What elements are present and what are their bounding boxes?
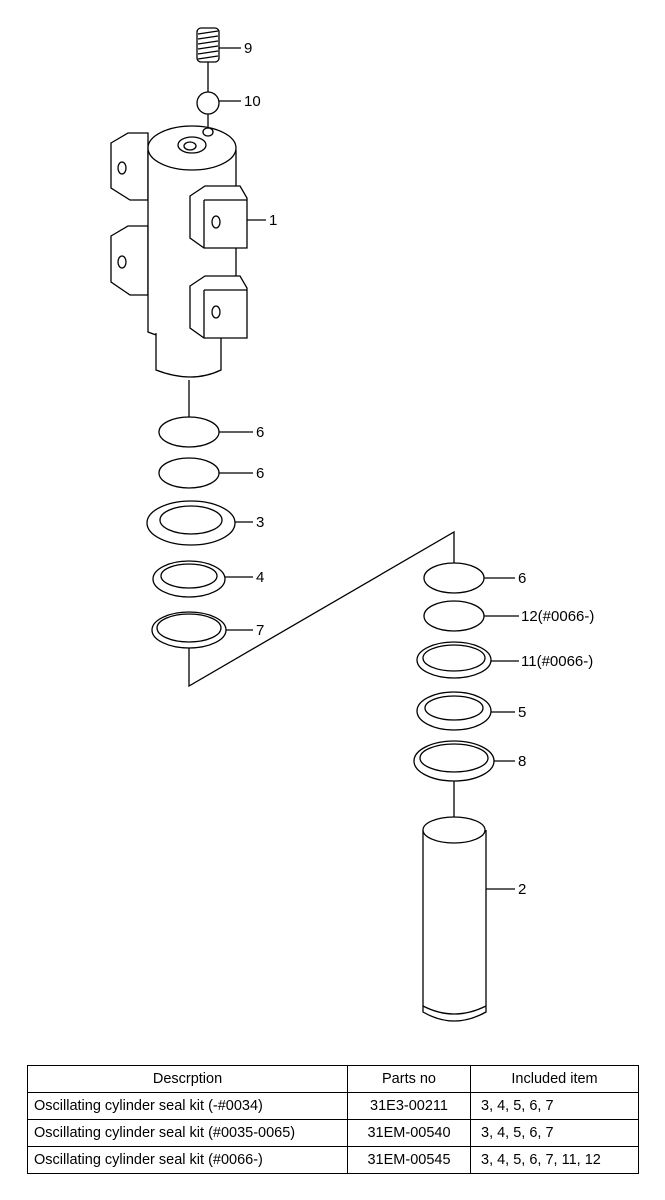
cell-parts-no: 31EM-00545 — [347, 1146, 471, 1174]
cell-included: 3, 4, 5, 6, 7, 11, 12 — [470, 1146, 639, 1174]
part-6-o-ring-upper — [158, 416, 220, 448]
part-5-seal — [416, 691, 492, 731]
connector-line — [188, 530, 455, 688]
cell-description: Oscillating cylinder seal kit (#0066-) — [27, 1146, 348, 1174]
callout-2: 2 — [518, 881, 526, 898]
part-4-seal — [152, 560, 226, 598]
header-included-item: Included item — [470, 1065, 639, 1093]
callout-8: 8 — [518, 753, 526, 770]
part-2-rod — [422, 816, 487, 1022]
part-10-steel-ball — [196, 62, 220, 128]
part-7-ring — [151, 611, 227, 649]
header-parts-no: Parts no — [347, 1065, 471, 1093]
callout-6-upper: 6 — [256, 424, 264, 441]
leader-lines — [219, 47, 519, 890]
callout-6-right: 6 — [518, 570, 526, 587]
part-8-wear-ring — [413, 740, 495, 782]
cell-included: 3, 4, 5, 6, 7 — [470, 1092, 639, 1120]
callout-1: 1 — [269, 212, 277, 229]
callout-12: 12(#0066-) — [521, 608, 594, 625]
part-9-set-screw — [196, 27, 220, 63]
table-row: Oscillating cylinder seal kit (#0066-) 3… — [27, 1146, 639, 1174]
callout-10: 10 — [244, 93, 261, 110]
callout-6-lower: 6 — [256, 465, 264, 482]
cell-included: 3, 4, 5, 6, 7 — [470, 1119, 639, 1147]
cell-description: Oscillating cylinder seal kit (#0035-006… — [27, 1119, 348, 1147]
cell-description: Oscillating cylinder seal kit (-#0034) — [27, 1092, 348, 1120]
callout-11: 11(#0066-) — [521, 653, 593, 670]
part-12-o-ring — [423, 600, 485, 632]
cell-parts-no: 31E3-00211 — [347, 1092, 471, 1120]
table-row: Oscillating cylinder seal kit (-#0034) 3… — [27, 1092, 639, 1120]
seal-kit-table: Descrption Parts no Included item Oscill… — [27, 1065, 639, 1174]
callout-5: 5 — [518, 704, 526, 721]
table-row: Oscillating cylinder seal kit (#0035-006… — [27, 1119, 639, 1147]
part-6-o-ring-right — [423, 562, 485, 594]
part-6-o-ring-lower — [158, 457, 220, 489]
header-description: Descrption — [27, 1065, 348, 1093]
callout-3: 3 — [256, 514, 264, 531]
table-header-row: Descrption Parts no Included item — [27, 1065, 639, 1093]
part-11-backup-ring — [416, 641, 492, 679]
callout-7: 7 — [256, 622, 264, 639]
exploded-parts-diagram: 9 10 1 6 6 3 4 7 6 12(#0066-) 11(#0066-)… — [110, 27, 594, 1022]
part-3-washer — [146, 500, 236, 546]
callout-4: 4 — [256, 569, 264, 586]
cell-parts-no: 31EM-00540 — [347, 1119, 471, 1147]
part-1-cylinder-body — [110, 125, 248, 378]
callout-9: 9 — [244, 40, 252, 57]
